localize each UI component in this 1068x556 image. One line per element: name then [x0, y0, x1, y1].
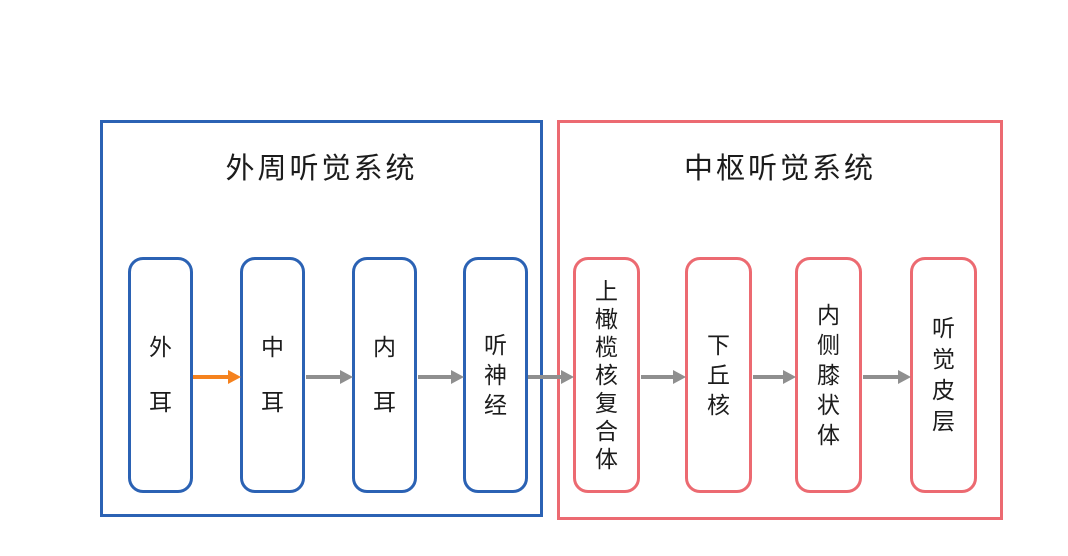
arrow-middle-ear-to-inner-ear [306, 369, 353, 385]
node-middle-ear-label: 中耳 [261, 334, 284, 415]
node-middle-ear: 中耳 [240, 257, 305, 493]
arrow-outer-ear-to-middle-ear [193, 369, 241, 385]
arrow-shaft [418, 375, 453, 379]
node-medial-geniculate-body: 内侧膝状体 [795, 257, 862, 493]
arrow-shaft [306, 375, 342, 379]
node-outer-ear: 外耳 [128, 257, 193, 493]
node-inner-ear-label: 内耳 [373, 334, 396, 415]
peripheral-system-title: 外周听觉系统 [225, 153, 418, 185]
central-system-title: 中枢听觉系统 [683, 153, 876, 185]
arrow-head-icon [451, 370, 464, 384]
arrow-auditory-nerve-to-superior-olivary-complex [528, 369, 574, 385]
node-superior-olivary-complex-label: 上橄榄核复合体 [595, 277, 618, 472]
arrow-inferior-colliculus-to-medial-geniculate-body [753, 369, 796, 385]
arrow-head-icon [228, 370, 241, 384]
arrow-shaft [528, 375, 563, 379]
arrow-head-icon [783, 370, 796, 384]
arrow-head-icon [561, 370, 574, 384]
node-auditory-cortex-label: 听觉皮层 [932, 315, 955, 434]
arrow-superior-olivary-complex-to-inferior-colliculus [641, 369, 686, 385]
arrow-medial-geniculate-body-to-auditory-cortex [863, 369, 911, 385]
arrow-shaft [193, 375, 230, 379]
node-auditory-nerve: 听神经 [463, 257, 528, 493]
arrow-head-icon [340, 370, 353, 384]
node-medial-geniculate-body-label: 内侧膝状体 [817, 301, 840, 448]
node-outer-ear-label: 外耳 [149, 334, 172, 415]
node-superior-olivary-complex: 上橄榄核复合体 [573, 257, 640, 493]
node-auditory-cortex: 听觉皮层 [910, 257, 977, 493]
arrow-inner-ear-to-auditory-nerve [418, 369, 464, 385]
node-auditory-nerve-label: 听神经 [484, 331, 507, 418]
arrow-head-icon [673, 370, 686, 384]
arrow-shaft [863, 375, 900, 379]
arrow-shaft [753, 375, 785, 379]
node-inferior-colliculus-label: 下丘核 [707, 331, 730, 418]
arrow-shaft [641, 375, 675, 379]
node-inferior-colliculus: 下丘核 [685, 257, 752, 493]
node-inner-ear: 内耳 [352, 257, 417, 493]
arrow-head-icon [898, 370, 911, 384]
